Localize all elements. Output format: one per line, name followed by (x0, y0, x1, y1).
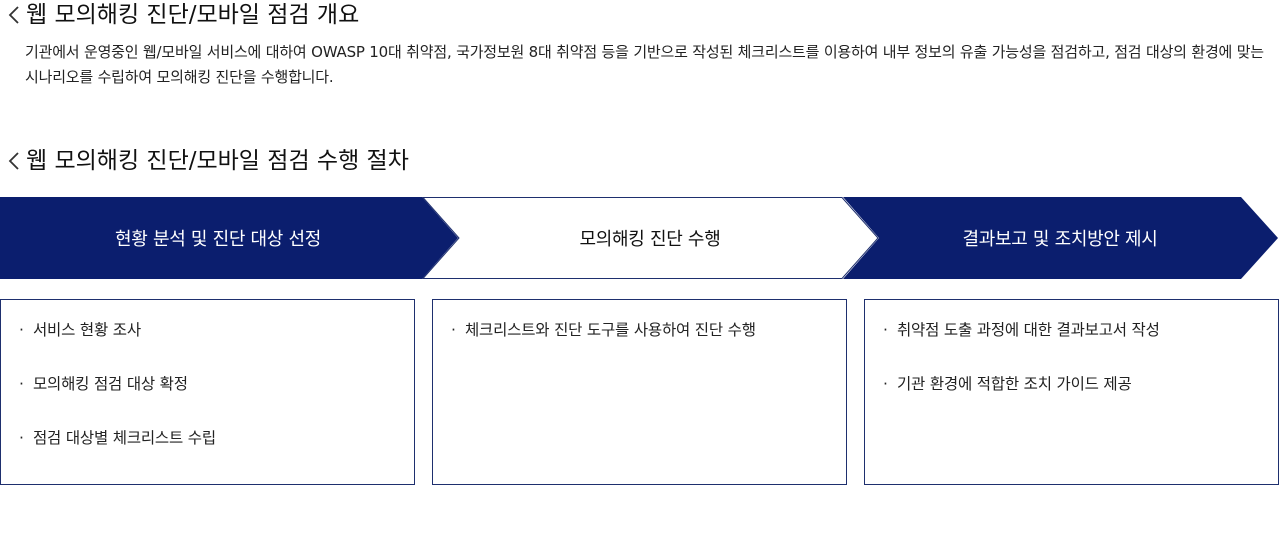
step-3-detail-box: ·취약점 도출 과정에 대한 결과보고서 작성 ·기관 환경에 적합한 조치 가… (864, 299, 1279, 485)
step-1-list: ·서비스 현황 조사 ·모의해킹 점검 대상 확정 ·점검 대상별 체크리스트 … (1, 300, 414, 449)
procedure-title: 웹 모의해킹 진단/모바일 점검 수행 절차 (4, 146, 409, 176)
step-3-label: 결과보고 및 조치방안 제시 (962, 229, 1158, 250)
list-item: ·기관 환경에 적합한 조치 가이드 제공 (883, 375, 1132, 393)
step-arrow-3 (843, 197, 1278, 279)
overview-title: 웹 모의해킹 진단/모바일 점검 개요 (4, 0, 359, 30)
step-1-label: 현황 분석 및 진단 대상 선정 (115, 229, 321, 250)
overview-title-text: 웹 모의해킹 진단/모바일 점검 개요 (26, 2, 360, 28)
procedure-steps: 현황 분석 및 진단 대상 선정 모의해킹 진단 수행 결과보고 및 조치방안 … (0, 197, 1280, 279)
overview-description: 기관에서 운영중인 웹/모바일 서비스에 대하여 OWASP 10대 취약점, … (25, 43, 1264, 86)
step-2-detail-box: ·체크리스트와 진단 도구를 사용하여 진단 수행 (432, 299, 847, 485)
step-1-detail-box: ·서비스 현황 조사 ·모의해킹 점검 대상 확정 ·점검 대상별 체크리스트 … (0, 299, 415, 485)
list-item: ·모의해킹 점검 대상 확정 (19, 375, 188, 393)
chevron-left-icon (8, 152, 19, 170)
step-arrow-1 (0, 197, 458, 279)
step-2-list: ·체크리스트와 진단 도구를 사용하여 진단 수행 (433, 300, 846, 341)
step-2-label: 모의해킹 진단 수행 (579, 229, 721, 250)
list-item: ·체크리스트와 진단 도구를 사용하여 진단 수행 (451, 321, 756, 339)
procedure-arrows (0, 197, 1278, 279)
step-3-list: ·취약점 도출 과정에 대한 결과보고서 작성 ·기관 환경에 적합한 조치 가… (865, 300, 1278, 395)
list-item: ·취약점 도출 과정에 대한 결과보고서 작성 (883, 321, 1160, 339)
procedure-title-text: 웹 모의해킹 진단/모바일 점검 수행 절차 (26, 148, 409, 174)
step-arrow-2 (421, 197, 879, 279)
list-item: ·서비스 현황 조사 (19, 321, 141, 339)
list-item: ·점검 대상별 체크리스트 수립 (19, 429, 216, 447)
chevron-left-icon (8, 6, 19, 24)
